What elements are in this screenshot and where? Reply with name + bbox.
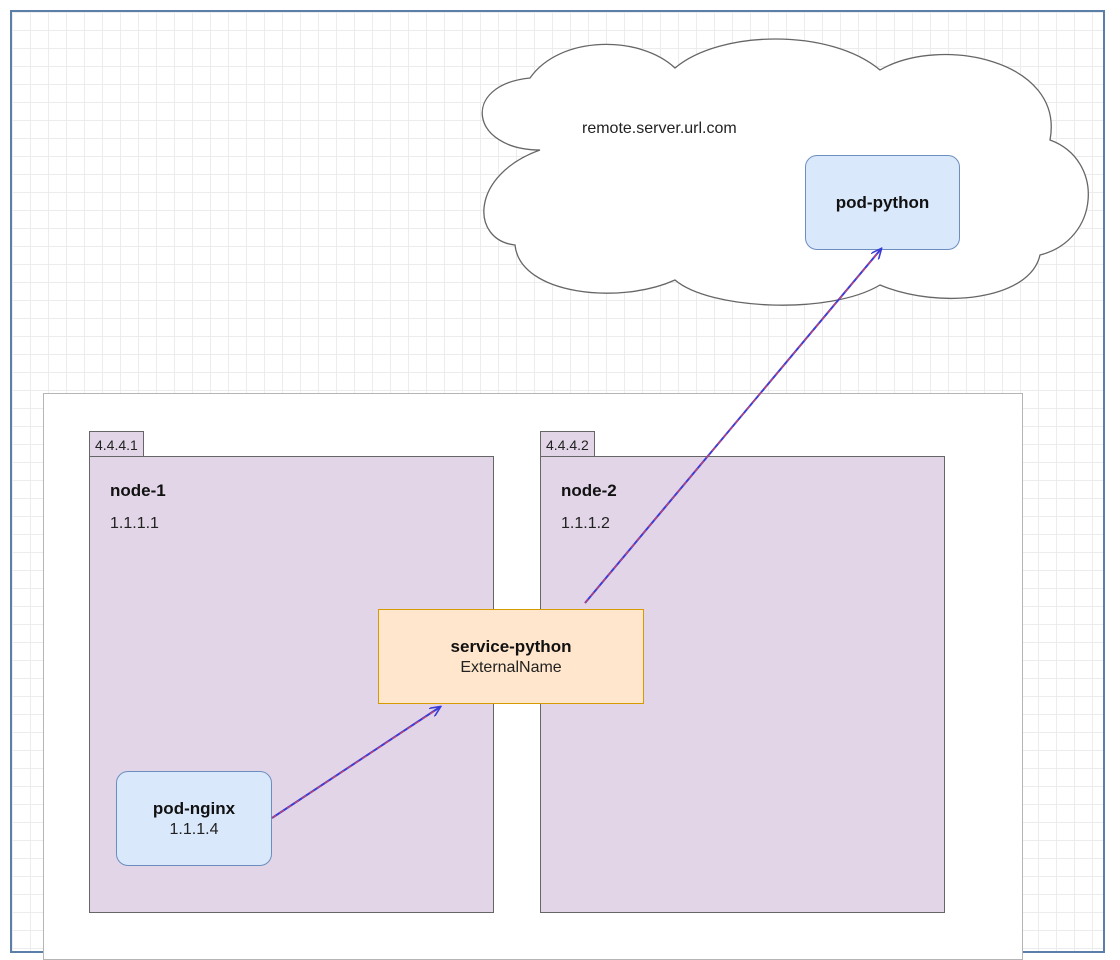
node-1-ip: 1.1.1.1 bbox=[110, 515, 159, 532]
service-python-name: service-python bbox=[450, 636, 572, 656]
service-python-type: ExternalName bbox=[460, 658, 562, 676]
pod-nginx-box[interactable]: pod-nginx 1.1.1.4 bbox=[116, 771, 272, 866]
node-2-ip: 1.1.1.2 bbox=[561, 515, 610, 532]
service-python-box[interactable]: service-python ExternalName bbox=[378, 609, 644, 704]
arrow-nginx-to-service bbox=[271, 707, 440, 819]
node-2-tab: 4.4.4.2 bbox=[540, 431, 595, 457]
pod-python-label: pod-python bbox=[835, 192, 930, 212]
arrow-service-to-python bbox=[584, 249, 881, 604]
node-2-name: node-2 bbox=[561, 481, 617, 500]
node-1-tab: 4.4.4.1 bbox=[89, 431, 144, 457]
pod-python-box[interactable]: pod-python bbox=[805, 155, 960, 250]
cloud-label: remote.server.url.com bbox=[582, 120, 737, 137]
node-1-name: node-1 bbox=[110, 481, 166, 500]
pod-nginx-label: pod-nginx bbox=[152, 798, 236, 818]
pod-nginx-ip: 1.1.1.4 bbox=[169, 820, 219, 838]
